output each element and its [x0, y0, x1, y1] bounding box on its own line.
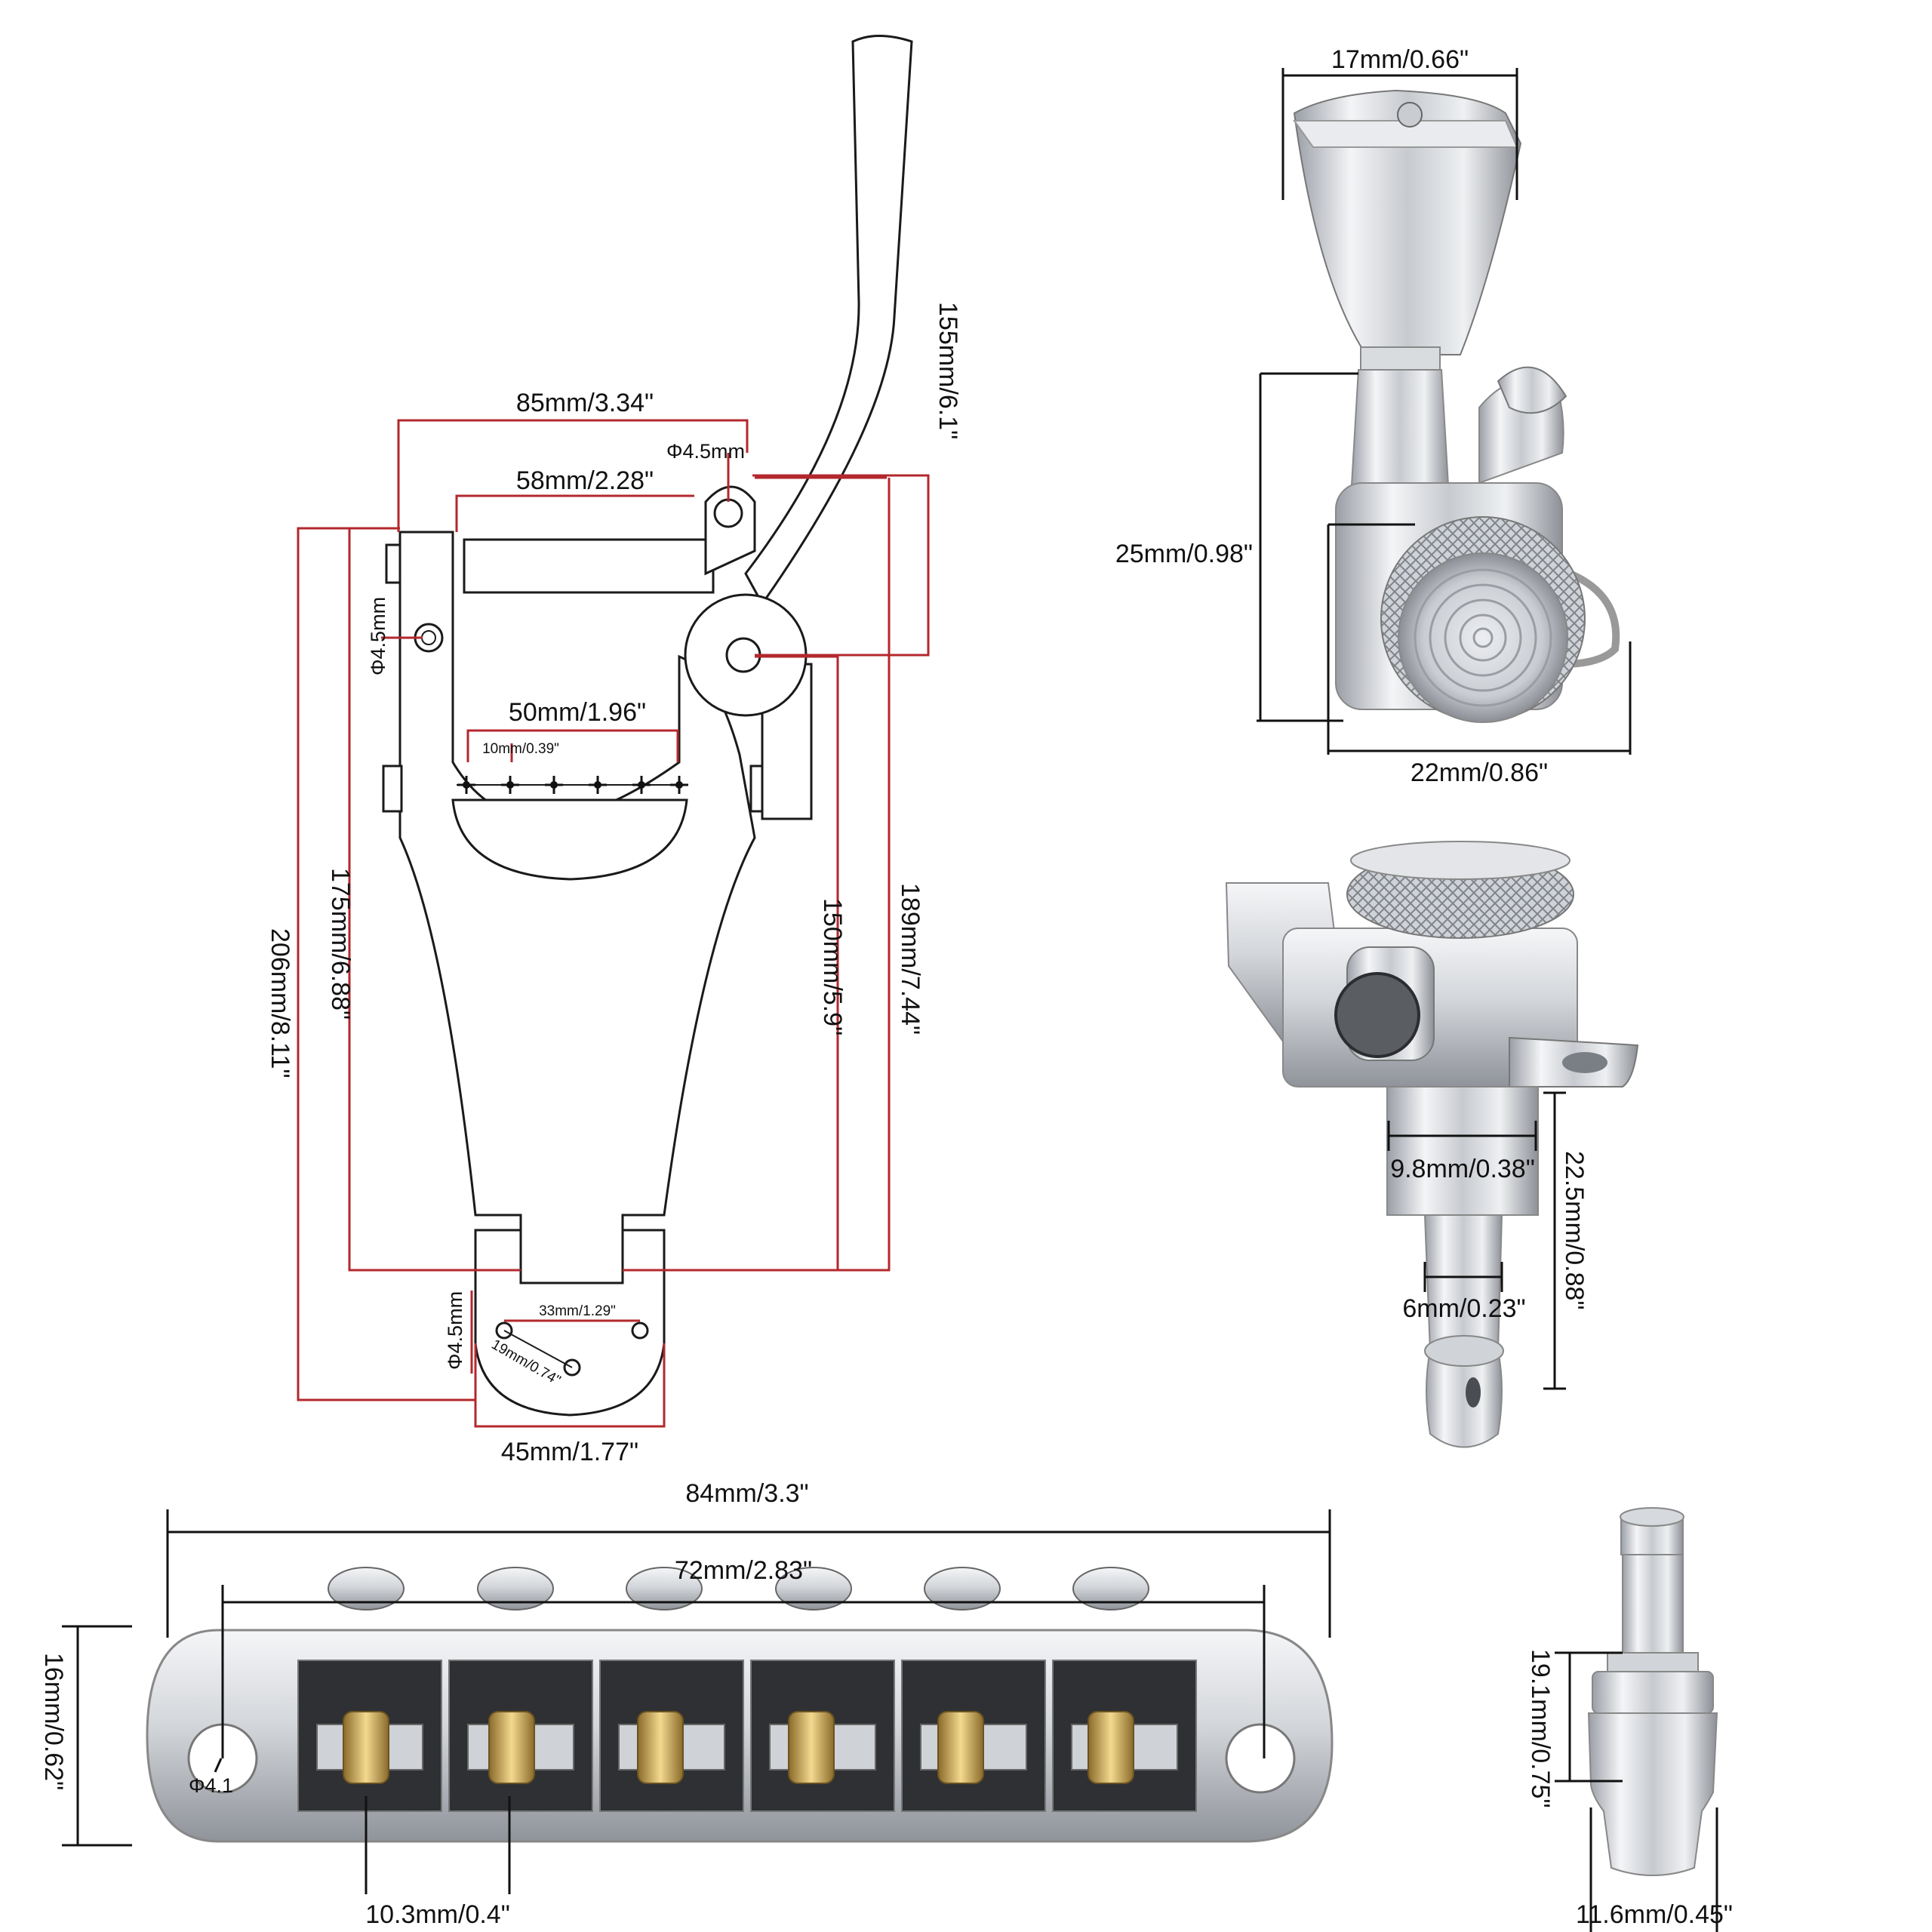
dim-height-189: 189mm/7.44"	[896, 883, 924, 1035]
dim-tail-holes: 33mm/1.29"	[539, 1303, 616, 1319]
bridge-drawing	[146, 1567, 1334, 1843]
tailpiece-arm	[744, 35, 913, 606]
dim-height-150: 150mm/5.9"	[818, 898, 847, 1035]
dim-bridge-height: 16mm/0.62"	[39, 1653, 68, 1790]
dim-stud-height: 19.1mm/0.75"	[1526, 1649, 1555, 1808]
tailpiece-dimensions	[297, 419, 930, 1428]
dim-height-175: 175mm/6.88"	[326, 868, 355, 1020]
dim-string-row: 50mm/1.96"	[509, 698, 646, 727]
tuner-post-tip	[1423, 1214, 1503, 1448]
dim-post-diameter: 9.8mm/0.38"	[1390, 1155, 1535, 1183]
dim-hole-left: Φ4.5mm	[367, 597, 389, 675]
dim-saddle-spacing: 10.3mm/0.4"	[365, 1900, 510, 1929]
saddle-4	[750, 1567, 895, 1812]
stud-drawing	[1587, 1507, 1718, 1876]
string-holes	[457, 776, 688, 794]
dim-arm-length: 155mm/6.1"	[934, 302, 962, 439]
tuner-button	[1293, 89, 1522, 355]
tuner-shaft	[1349, 369, 1451, 499]
bridge-saddles	[297, 1567, 1197, 1812]
bridge-hole-right	[1225, 1723, 1296, 1794]
stud-dimensions: 19.1mm/0.75" 11.6mm/0.45"	[1526, 1649, 1733, 1932]
tailpiece-labels: 85mm/3.34" 58mm/2.28" Φ4.5mm 155mm/6.1" …	[266, 302, 962, 1466]
dim-hole-bottom: Φ4.5mm	[444, 1291, 466, 1370]
tuner-side-dimensions: 17mm/0.66" 25mm/0.98" 22mm/0.86"	[1115, 45, 1632, 787]
side-pin-left	[382, 764, 403, 813]
tailpiece-drawing	[382, 35, 913, 1417]
tuner-screw-head	[1334, 972, 1420, 1058]
stud-sleeve	[1587, 1712, 1718, 1876]
arm-dim	[752, 474, 930, 657]
saddle-3	[599, 1567, 744, 1812]
dim-stud-diameter: 11.6mm/0.45"	[1576, 1900, 1733, 1929]
hole-top	[713, 498, 743, 528]
tuner-side-view	[1293, 89, 1620, 723]
dim-post-height: 22.5mm/0.88"	[1560, 1151, 1589, 1310]
saddle-1	[297, 1567, 442, 1812]
tailpiece-cutout	[451, 798, 688, 881]
dim-width-inner: 58mm/2.28"	[516, 466, 654, 495]
saddle-6	[1052, 1567, 1197, 1812]
tail-hole-right	[631, 1321, 649, 1340]
dim-hole-top: Φ4.5mm	[666, 440, 745, 463]
dim-bridge-hole-diameter: Φ4.1	[189, 1774, 233, 1797]
saddle-5	[901, 1567, 1046, 1812]
bridge-dimensions: 84mm/3.3" 72mm/2.83" 16mm/0.62" Φ4.1 10.…	[39, 1479, 1331, 1929]
dim-height-206: 206mm/8.11"	[266, 928, 294, 1078]
tailpiece-top-bar	[463, 538, 715, 594]
tuner-post	[1386, 1086, 1539, 1216]
dim-bridge-hole-spacing: 72mm/2.83"	[675, 1556, 812, 1585]
dim-button-width: 17mm/0.66"	[1331, 45, 1469, 74]
dim-tuner-depth: 22mm/0.86"	[1411, 758, 1548, 787]
top-pin-left	[385, 543, 401, 584]
dim-post-tip: 6mm/0.23"	[1402, 1294, 1525, 1323]
dim-bridge-length: 84mm/3.3"	[685, 1479, 808, 1508]
saddle-2	[448, 1567, 593, 1812]
dim-width-outer: 85mm/3.34"	[516, 389, 654, 417]
tuner-front-dimensions: 9.8mm/0.38" 6mm/0.23" 22.5mm/0.88"	[1387, 1091, 1589, 1390]
dim-tuner-height: 25mm/0.98"	[1115, 540, 1253, 568]
tuner-front-view	[1225, 841, 1639, 1448]
dim-tail-width: 45mm/1.77"	[501, 1438, 638, 1466]
dim-string-spacing: 10mm/0.39"	[482, 741, 559, 757]
